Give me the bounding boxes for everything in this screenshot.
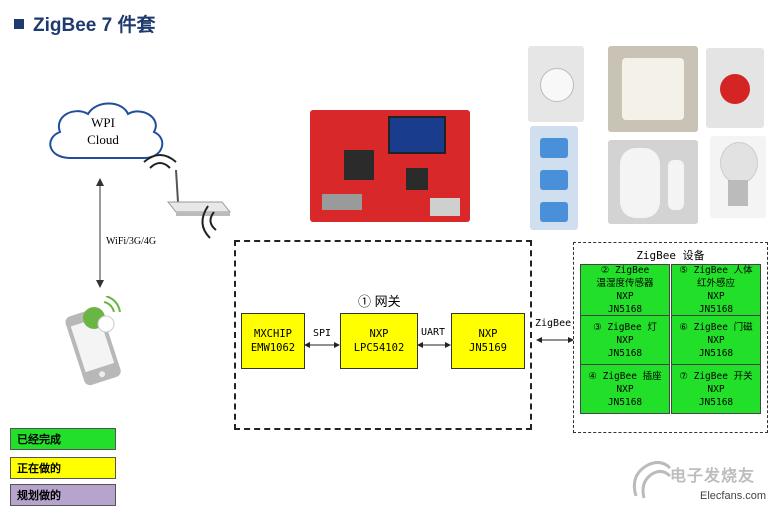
zigbee-link-arrow <box>536 337 574 343</box>
chip-mxchip-line1: MXCHIP <box>254 328 292 340</box>
device-cell-line: ⑤ ZigBee 人体 <box>679 265 753 276</box>
spi-link-label: SPI <box>313 328 332 339</box>
device-cell-line: JN5168 <box>607 396 643 408</box>
zigbee-link-label: ZigBee <box>535 318 572 329</box>
device-cell-line: NXP <box>616 334 634 346</box>
legend-doing: 正在做的 <box>10 457 116 479</box>
device-cell-line: 温湿度传感器 <box>596 278 654 289</box>
device-cell-line: NXP <box>616 291 634 302</box>
device-cell-line: NXP <box>707 291 725 302</box>
device-cell-line: JN5168 <box>607 304 643 315</box>
uart-link-arrow <box>417 342 451 348</box>
chip-mxchip: MXCHIP EMW1062 <box>241 313 305 369</box>
title-bullet-icon <box>14 18 24 29</box>
cloud-label: WPI Cloud <box>70 114 136 148</box>
device-cell-socket: ④ ZigBee 插座 NXP JN5168 <box>580 364 670 414</box>
legend-planned: 规划做的 <box>10 484 116 506</box>
wifi-link-arrow <box>96 178 104 288</box>
gateway-title: ① 网关 <box>358 294 401 309</box>
pir-sensor-photo <box>528 46 584 122</box>
usb-port-icon <box>430 198 460 216</box>
router-icon <box>143 154 232 239</box>
device-cell-line: JN5168 <box>698 347 734 359</box>
gateway-box <box>234 240 532 430</box>
elecfans-logo-icon <box>632 461 672 499</box>
device-cell-line: ② ZigBee <box>600 265 650 276</box>
chip-mxchip-line2: EMW1062 <box>250 342 296 354</box>
gateway-board-photo <box>310 110 470 222</box>
legend-doing-label: 正在做的 <box>17 463 61 475</box>
chip-lpc-line2: LPC54102 <box>353 342 405 354</box>
device-cell-line: ⑦ ZigBee 开关 <box>679 370 753 382</box>
device-cell-line: ⑥ ZigBee 门磁 <box>679 321 753 333</box>
chip-jn5169-line1: NXP <box>478 328 498 340</box>
device-cell-line: 红外感应 <box>696 278 735 289</box>
legend-planned-label: 规划做的 <box>17 490 61 502</box>
connector-icon <box>322 194 362 210</box>
device-cell-door: ⑥ ZigBee 门磁 NXP JN5168 <box>671 315 761 365</box>
device-cell-switch: ⑦ ZigBee 开关 NXP JN5168 <box>671 364 761 414</box>
device-cell-line: ③ ZigBee 灯 <box>593 321 657 333</box>
device-cell-line: JN5168 <box>607 347 643 359</box>
legend-done-label: 已经完成 <box>17 434 61 446</box>
cloud-label-line1: WPI <box>91 115 115 130</box>
chip-icon <box>344 150 374 180</box>
cloud-label-line2: Cloud <box>87 132 119 147</box>
chip-icon-2 <box>406 168 428 190</box>
spi-link-arrow <box>304 342 340 348</box>
chip-jn5169: NXP JN5169 <box>451 313 525 369</box>
page-title-text: ZigBee 7 件套 <box>33 15 156 36</box>
cloud-icon <box>49 102 164 159</box>
device-cell-line: NXP <box>707 383 725 395</box>
device-cell-line: NXP <box>616 383 634 395</box>
device-cell-light: ③ ZigBee 灯 NXP JN5168 <box>580 315 670 365</box>
device-cell-line: NXP <box>707 334 725 346</box>
legend-done: 已经完成 <box>10 428 116 450</box>
alarm-button-photo <box>706 48 764 128</box>
watermark-url: Elecfans.com <box>700 490 767 502</box>
chip-lpc54102: NXP LPC54102 <box>340 313 418 369</box>
uart-link-label: UART <box>421 327 446 338</box>
watermark-brand: 电子发烧友 <box>670 468 756 485</box>
device-cell-pir: ⑤ ZigBee 人体 红外感应 NXP JN5168 <box>671 264 761 316</box>
wifi-link-label: WiFi/3G/4G <box>106 236 157 247</box>
device-cell-line: ④ ZigBee 插座 <box>588 370 662 382</box>
wall-switch-photo <box>608 46 698 132</box>
chip-lpc-line1: NXP <box>369 328 389 340</box>
devices-box <box>573 242 768 433</box>
door-sensor-photo <box>608 140 698 224</box>
page-title: ZigBee 7 件套 <box>14 10 155 37</box>
phone-icon <box>65 296 121 386</box>
oled-screen-icon <box>388 116 446 154</box>
device-cell-temp-humidity: ② ZigBee 温湿度传感器 NXP JN5168 <box>580 264 670 316</box>
devices-title: ZigBee 设备 <box>636 249 705 262</box>
device-cell-line: JN5168 <box>698 396 734 408</box>
power-strip-photo <box>530 126 578 230</box>
device-cell-line: JN5168 <box>698 304 734 315</box>
chip-jn5169-line2: JN5169 <box>469 342 507 354</box>
led-bulb-photo <box>710 136 766 218</box>
